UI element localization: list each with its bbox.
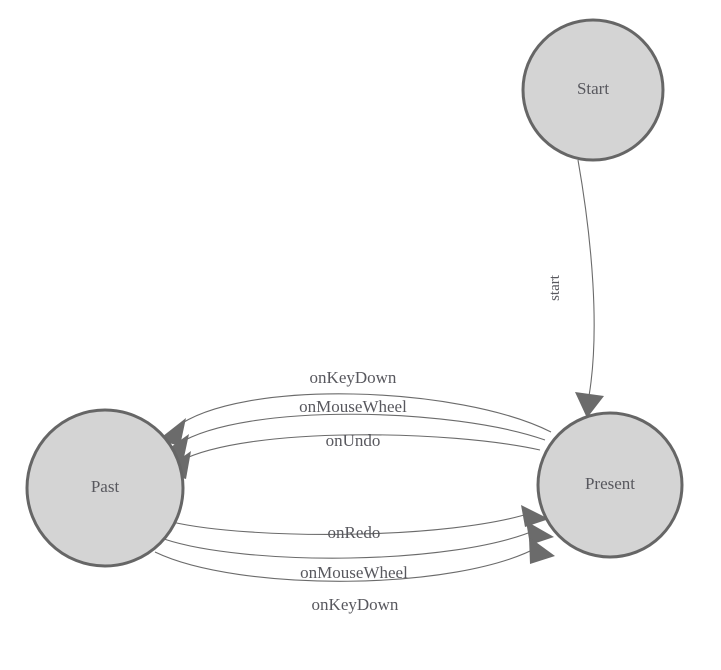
edge-past-to-present-onredo[interactable] (171, 505, 549, 536)
edge-start-to-present[interactable]: start (547, 159, 604, 418)
node-start-circle (521, 18, 665, 162)
node-present-label: Present (585, 474, 635, 493)
arrowhead-into-present-2 (526, 521, 554, 545)
node-past-label: Past (91, 477, 120, 496)
edge-label-onundo: onUndo (326, 431, 381, 450)
arrowhead-into-present-1 (521, 505, 549, 527)
node-present[interactable]: Present (536, 411, 684, 559)
node-past-circle (25, 408, 185, 568)
edge-past-to-present-onredo-path (171, 511, 535, 536)
node-start[interactable]: Start (521, 18, 665, 162)
edge-past-to-present-onmousewheel[interactable] (163, 521, 554, 559)
edge-past-to-present-onkeydown-path (154, 545, 541, 582)
arrowhead-into-present-3 (529, 537, 555, 564)
arrowhead-into-present-top (575, 392, 604, 418)
edge-label-onmousewheel-lower: onMouseWheel (300, 563, 408, 582)
edge-present-to-past-onmousewheel-path (177, 413, 546, 445)
edge-label-onkeydown-upper: onKeyDown (310, 368, 397, 387)
edge-past-to-present-onkeydown[interactable] (154, 537, 555, 582)
edge-start-to-present-path (577, 159, 595, 397)
edge-present-to-past-onkeydown-path (174, 393, 552, 433)
edge-present-to-past-onundo-path (179, 434, 541, 462)
edge-past-to-present-onmousewheel-path (163, 528, 539, 559)
edge-label-onredo: onRedo (328, 523, 381, 542)
node-past[interactable]: Past (25, 408, 185, 568)
edge-label-onmousewheel-upper: onMouseWheel (299, 397, 407, 416)
edge-label-start: start (547, 274, 563, 301)
node-present-circle (536, 411, 684, 559)
edge-label-onkeydown-lower: onKeyDown (312, 595, 399, 614)
node-start-label: Start (577, 79, 609, 98)
